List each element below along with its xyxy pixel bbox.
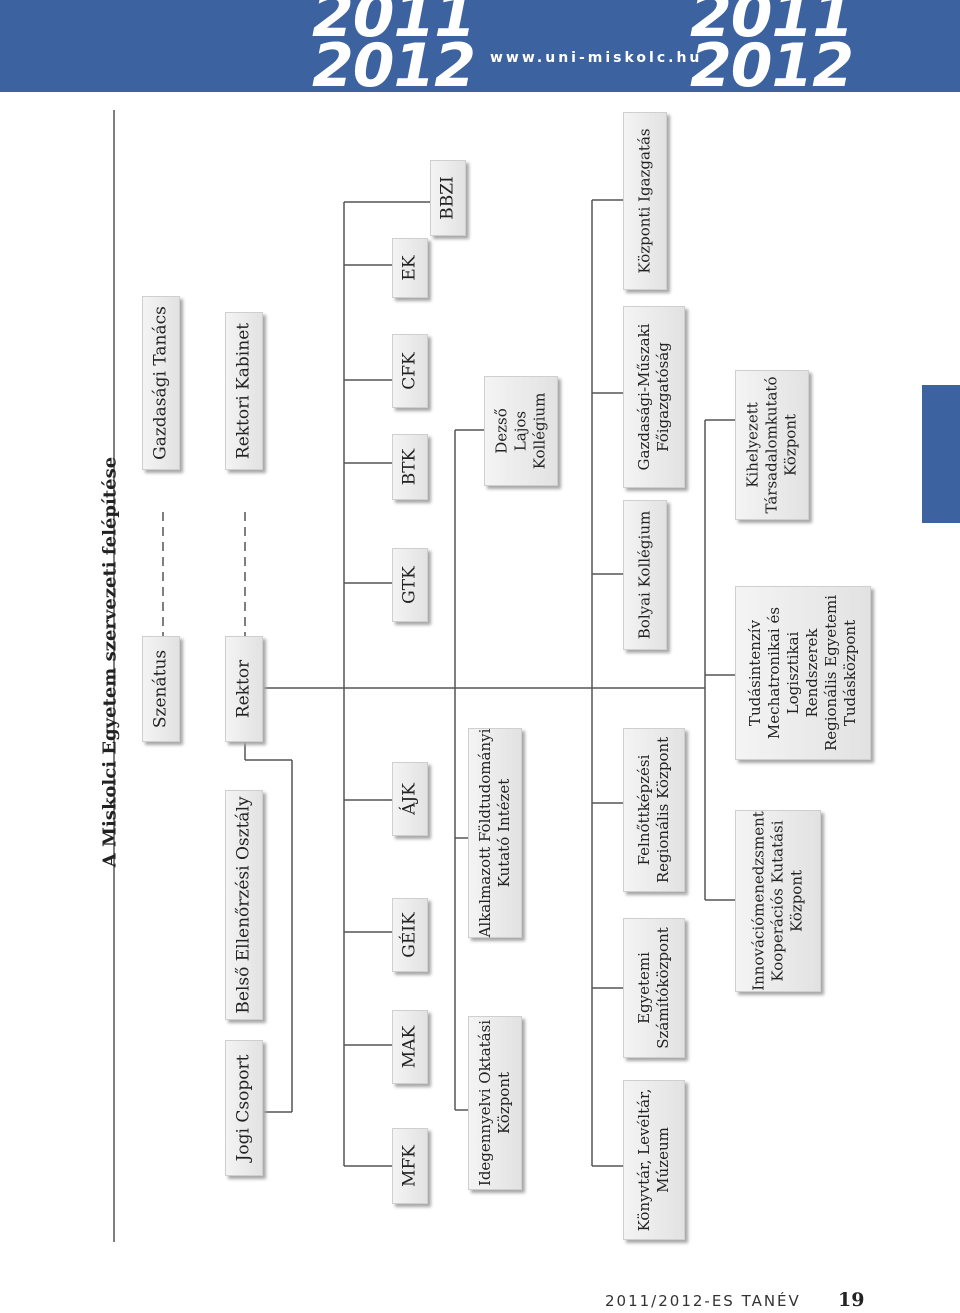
node-cfk: CFK (392, 334, 428, 408)
node-ek: EK (392, 238, 428, 298)
header-banner: 2011 2012 www.uni-miskolc.hu 2011 2012 (0, 0, 960, 92)
node-jogi-csoport: Jogi Csoport (225, 1040, 263, 1176)
year-top-left: 2011 (312, 0, 476, 51)
node-ajk: ÁJK (392, 762, 428, 836)
site-url[interactable]: www.uni-miskolc.hu (490, 50, 703, 66)
node-geik: GÉIK (392, 898, 428, 972)
page-number: 19 (838, 1289, 865, 1311)
node-bolyai-kollegium: Bolyai Kollégium (623, 500, 667, 650)
node-kozponti-igazgatas: Központi Igazgatás (623, 112, 667, 290)
node-gazdasagi-tanacs: Gazdasági Tanács (142, 296, 180, 470)
year-bottom-right: 2012 (690, 31, 854, 92)
node-rektor: Rektor (225, 636, 263, 742)
node-rektori-kabinet: Rektori Kabinet (225, 312, 263, 470)
node-mak: MAK (392, 1010, 428, 1084)
year-bottom-left: 2012 (312, 31, 476, 92)
node-konyvtar-leveltar-muzeum: Könyvtár, Levéltár,Múzeum (623, 1080, 685, 1240)
node-belso-ellenorzesi-osztaly: Belső Ellenőrzési Osztály (225, 790, 263, 1020)
chart-title: A Miskolci Egyetem szervezeti felépítése (99, 456, 121, 868)
node-gtk: GTK (392, 548, 428, 622)
node-btk: BTK (392, 434, 428, 500)
year-top-right: 2011 (690, 0, 854, 51)
node-szenatus: Szenátus (142, 636, 180, 742)
side-tab (922, 385, 960, 523)
footer-academic-year: 2011/2012-ES TANÉV (605, 1292, 801, 1310)
node-mfk: MFK (392, 1128, 428, 1204)
node-bbzi: BBZI (430, 160, 466, 236)
